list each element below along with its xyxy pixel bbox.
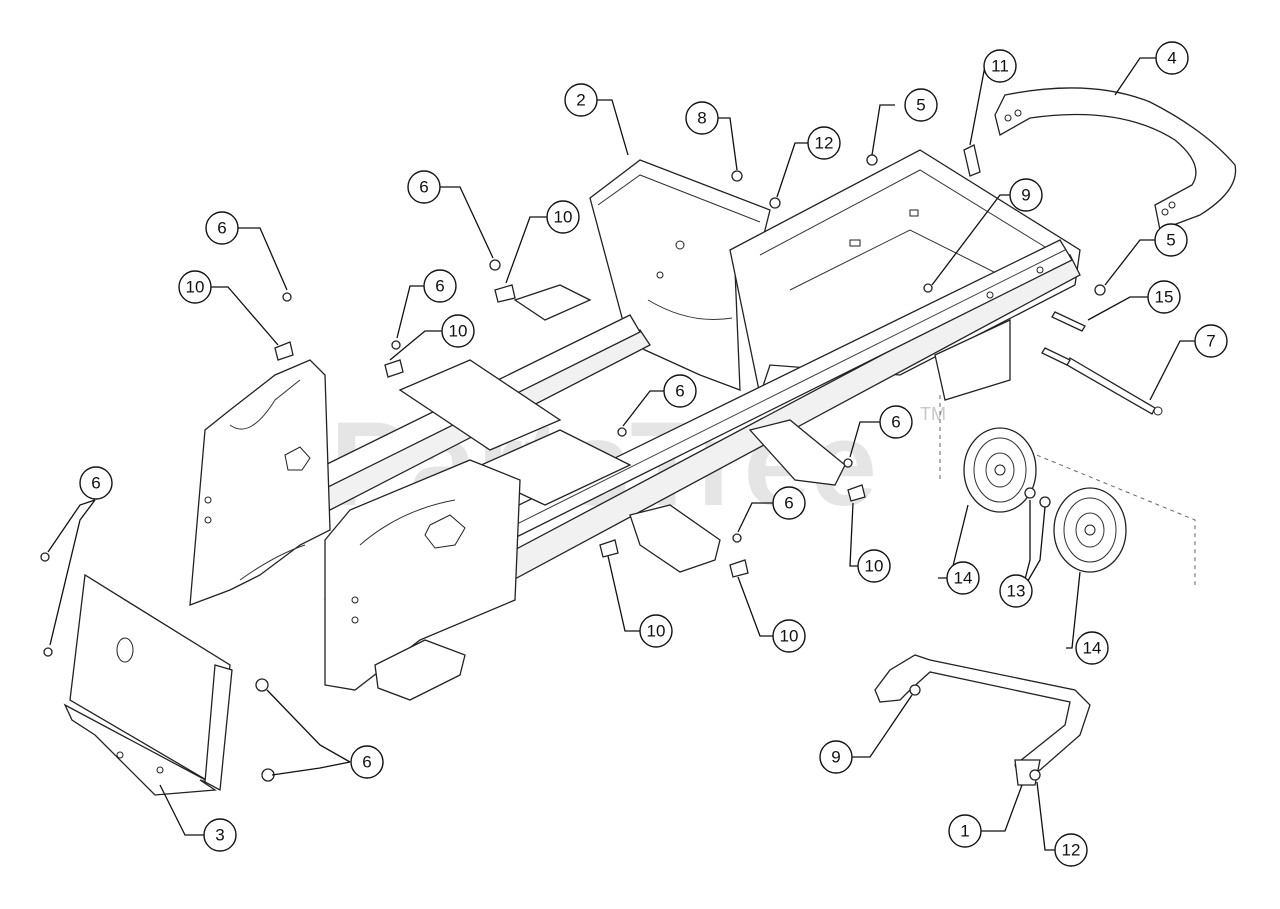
callout-label: 10 xyxy=(554,208,573,227)
callout-part-6-h[interactable]: 6 xyxy=(350,745,384,779)
callout-part-2[interactable]: 2 xyxy=(564,83,598,117)
callout-part-13[interactable]: 13 xyxy=(999,574,1033,608)
part-bumper-strap xyxy=(994,87,1237,231)
callout-label: 6 xyxy=(435,277,444,296)
callout-label: 3 xyxy=(215,826,224,845)
callout-label: 12 xyxy=(815,134,834,153)
callout-label: 6 xyxy=(419,178,428,197)
part-idler-arm xyxy=(874,654,1091,786)
callout-label: 6 xyxy=(675,382,684,401)
callout-part-11[interactable]: 11 xyxy=(983,49,1017,83)
callout-part-15[interactable]: 15 xyxy=(1147,280,1181,314)
callout-label: 6 xyxy=(891,413,900,432)
callout-part-9-top[interactable]: 9 xyxy=(1009,178,1043,212)
part-pulley-right xyxy=(1053,487,1127,573)
callout-part-14-left[interactable]: 14 xyxy=(946,561,980,595)
callout-part-12-top[interactable]: 12 xyxy=(807,126,841,160)
callout-part-6-b[interactable]: 6 xyxy=(407,170,441,204)
callout-label: 6 xyxy=(217,219,226,238)
callout-label: 13 xyxy=(1007,582,1026,601)
callout-label: 2 xyxy=(576,91,585,110)
callout-part-7[interactable]: 7 xyxy=(1194,324,1228,358)
part-main-frame xyxy=(314,149,1196,701)
callout-label: 4 xyxy=(1167,49,1176,68)
leader-lines xyxy=(47,57,1195,851)
callout-part-9-bottom[interactable]: 9 xyxy=(819,740,853,774)
callout-part-5-top[interactable]: 5 xyxy=(904,88,938,122)
callout-part-6-c[interactable]: 6 xyxy=(423,269,457,303)
part-front-plate xyxy=(63,573,233,796)
callout-label: 10 xyxy=(647,622,666,641)
callout-part-5-right[interactable]: 5 xyxy=(1154,223,1188,257)
callout-part-10-e[interactable]: 10 xyxy=(639,614,673,648)
callout-part-10-d[interactable]: 10 xyxy=(857,549,891,583)
callout-label: 12 xyxy=(1062,841,1081,860)
callout-label: 5 xyxy=(1166,231,1175,250)
callout-label: 9 xyxy=(831,748,840,767)
callout-label: 10 xyxy=(186,278,205,297)
callout-part-6-d[interactable]: 6 xyxy=(663,374,697,408)
callout-part-6-a[interactable]: 6 xyxy=(205,211,239,245)
callout-label: 6 xyxy=(362,753,371,772)
callout-label: 5 xyxy=(916,96,925,115)
callout-label: 7 xyxy=(1206,332,1215,351)
callout-label: 6 xyxy=(784,494,793,513)
watermark-trademark: TM xyxy=(920,404,946,424)
callout-label: 10 xyxy=(780,627,799,646)
callout-part-6-f[interactable]: 6 xyxy=(772,486,806,520)
callout-label: 10 xyxy=(865,557,884,576)
callout-part-10-b[interactable]: 10 xyxy=(546,200,580,234)
callout-label: 1 xyxy=(960,822,969,841)
callout-label: 6 xyxy=(91,474,100,493)
part-spacers xyxy=(1024,487,1051,508)
callout-part-10-c[interactable]: 10 xyxy=(441,314,475,348)
callout-label: 11 xyxy=(991,57,1009,76)
callout-label: 10 xyxy=(449,322,468,341)
callout-label: 14 xyxy=(1083,639,1102,658)
callout-part-14-right[interactable]: 14 xyxy=(1075,631,1109,665)
callout-part-4[interactable]: 4 xyxy=(1155,41,1189,75)
callout-label: 9 xyxy=(1021,186,1030,205)
part-pulley-left xyxy=(963,427,1037,513)
callout-part-6-e[interactable]: 6 xyxy=(879,405,913,439)
callout-part-1[interactable]: 1 xyxy=(948,814,982,848)
part-left-side-plate xyxy=(189,359,331,606)
callout-part-6-g[interactable]: 6 xyxy=(79,466,113,500)
callout-part-12-bottom[interactable]: 12 xyxy=(1054,833,1088,867)
part-long-bolt xyxy=(1066,357,1163,416)
callout-label: 15 xyxy=(1155,288,1174,307)
part-short-bolt xyxy=(1041,311,1086,366)
callout-part-10-f[interactable]: 10 xyxy=(772,619,806,653)
callout-part-3[interactable]: 3 xyxy=(203,818,237,852)
hardware-bits xyxy=(40,144,1106,782)
callouts: 1 2 3 4 5 5 6 6 6 6 6 6 6 6 6 7 8 9 9 10… xyxy=(79,41,1228,867)
callout-part-10-a[interactable]: 10 xyxy=(178,270,212,304)
callout-label: 8 xyxy=(697,109,706,128)
callout-part-8[interactable]: 8 xyxy=(685,101,719,135)
callout-label: 14 xyxy=(954,569,973,588)
